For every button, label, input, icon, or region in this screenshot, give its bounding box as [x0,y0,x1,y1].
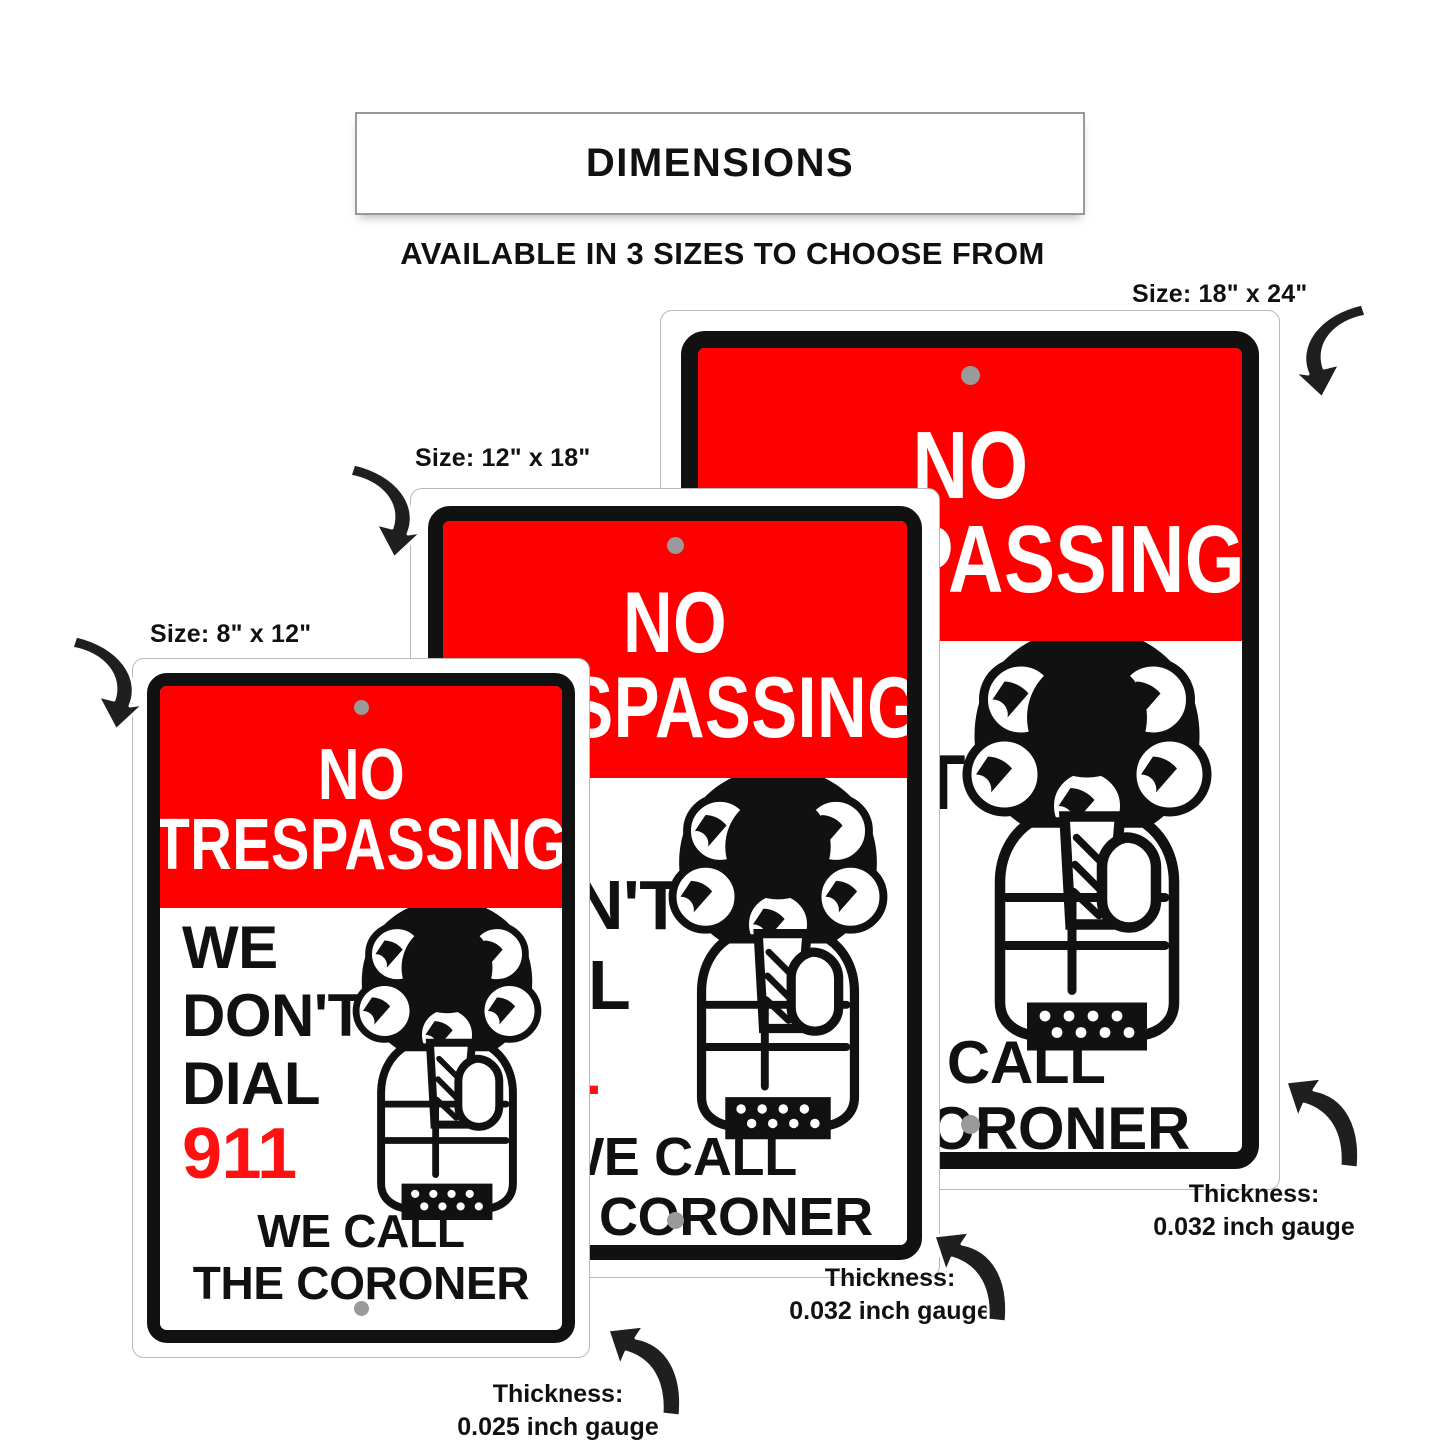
sign-body-line-1: WE [182,914,278,982]
sign-band-line-1: NO [623,575,727,672]
sign-body-line-3: DIAL [182,1050,320,1118]
mounting-hole-bottom [961,1115,980,1134]
revolver-illustration [633,778,907,1153]
mounting-hole-top [354,700,369,715]
thickness-line-2: 0.032 inch gauge [1153,1213,1355,1241]
sign-band-line-1: NO [317,734,405,815]
mounting-hole-bottom [354,1301,369,1316]
thickness-arrow-small-icon [600,1308,696,1426]
thickness-line-1: Thickness: [824,1264,956,1292]
mounting-hole-top [961,366,980,385]
thickness-line-1: Thickness: [492,1380,624,1408]
sign-body-line-2: DON'T [182,982,364,1050]
size-arrow-small-icon [58,622,150,734]
sign-small-body: WE DON'T DIAL 911 WE CALL THE CORONER [160,908,562,1330]
thickness-line-2: 0.025 inch gauge [457,1413,659,1441]
thickness-arrow-large-icon [1278,1060,1374,1178]
revolver-illustration [322,908,562,1232]
size-arrow-large-icon [1288,290,1380,402]
size-label-small: Size: 8" x 12" [150,620,312,648]
dimensions-header-box: DIMENSIONS [355,112,1085,215]
subtitle: AVAILABLE IN 3 SIZES TO CHOOSE FROM [400,236,1045,271]
sign-small: NO TRESPASSING WE DON'T DIAL 911 WE CALL… [132,658,590,1358]
sign-footer-line-2: THE CORONER [192,1257,530,1310]
size-label-medium: Size: 12" x 18" [415,444,591,472]
size-label-large: Size: 18" x 24" [1132,280,1308,308]
thickness-line-2: 0.032 inch gauge [789,1297,991,1325]
revolver-illustration [922,641,1242,1065]
mounting-hole-bottom [667,1212,684,1229]
page-title: DIMENSIONS [585,141,855,185]
size-arrow-medium-icon [336,450,428,562]
sign-body-number: 911 [182,1114,297,1195]
thickness-line-1: Thickness: [1188,1180,1320,1208]
thickness-arrow-medium-icon [926,1214,1022,1332]
thickness-label-medium: Thickness: 0.032 inch gauge [740,1262,1040,1328]
sign-band-line-2: TRESPASSING [160,805,562,886]
sign-small-red-band: NO TRESPASSING [160,686,562,909]
thickness-label-large: Thickness: 0.032 inch gauge [1104,1178,1404,1244]
mounting-hole-top [667,537,684,554]
thickness-label-small: Thickness: 0.025 inch gauge [408,1378,708,1444]
